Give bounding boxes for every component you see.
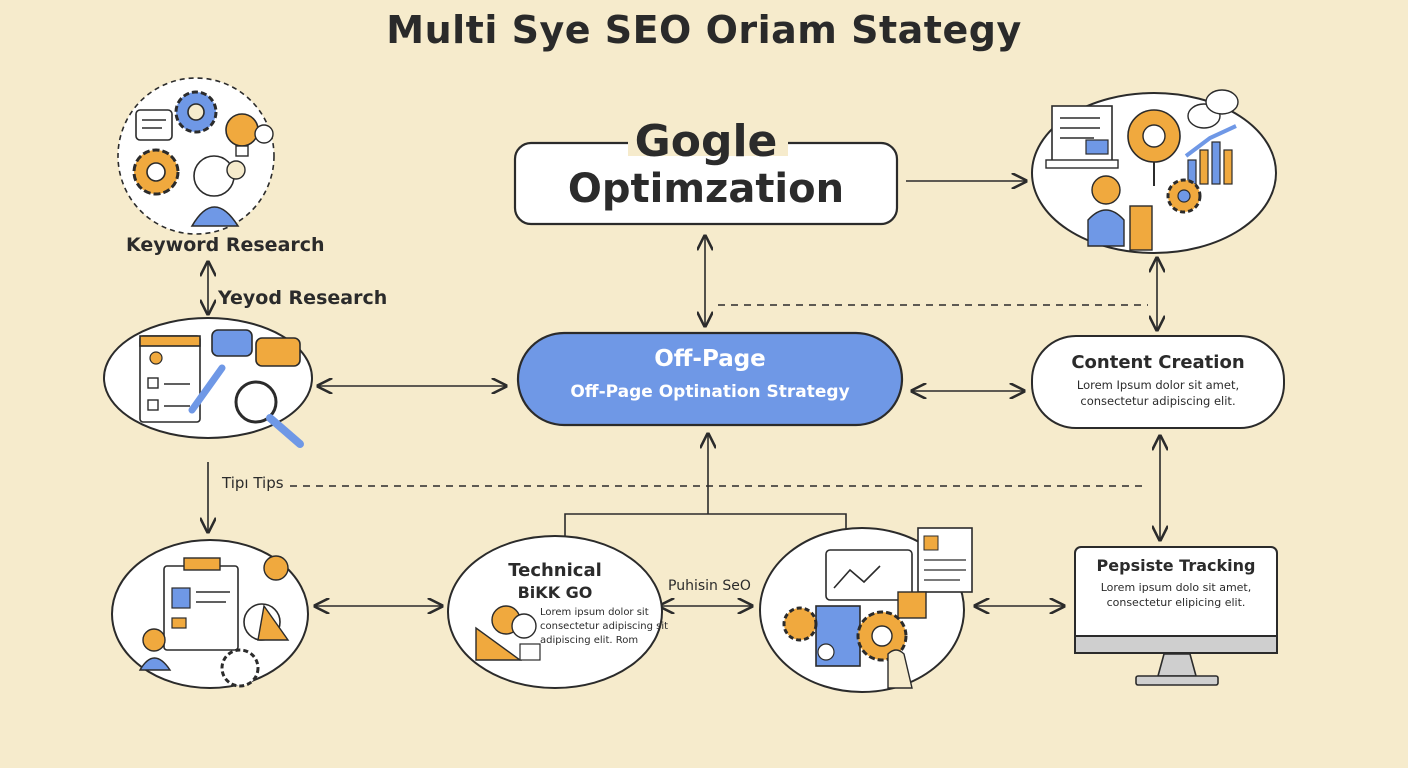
puhisin-seo-label: Puhisin SeO [668,578,751,594]
magnifier-icon [234,380,278,424]
technical-illustration [447,535,663,689]
content-creation-text-2: consectetur adipiscing elit. [1080,394,1236,408]
research-illustration [103,317,313,448]
technical-text-2: consectetur adipiscing sit [540,621,669,632]
chat-bubble-icon [255,337,301,367]
tracking-text-2: consectetur elipicing elit. [1106,596,1246,609]
off-page-hub [516,331,904,427]
chat-bubble-icon [211,329,253,357]
lightbulb-icon [263,555,289,581]
content-illustration [1031,89,1277,254]
connectors [208,181,1160,606]
gear-icon [220,648,260,688]
document-illustration [111,539,309,689]
tracking-monitor [1074,546,1278,686]
off-page-title: Off-Page [654,346,766,372]
off-page-subtitle: Off-Page Optination Strategy [570,382,850,402]
content-creation-box [1031,335,1285,429]
lightbulb-icon [225,113,259,147]
tips-label: Tipı Tips [222,474,284,492]
chat-bubble-icon [1205,89,1239,115]
technical-text-3: adipiscing elit. Rom [540,635,639,646]
keyword-research-label: Keyword Research [126,234,325,256]
yeyod-research-label: Yeyod Research [218,287,388,309]
technical-text-1: Lorem ipsum dolor sit [540,607,649,618]
gear-icon [782,606,818,642]
content-creation-title: Content Creation [1071,352,1245,373]
google-optimization-subtitle: Optimzation [567,166,845,212]
google-optimization-title: Gogle [634,116,778,167]
tracking-title: Pepsiste Tracking [1096,556,1256,575]
keyword-research-illustration [117,77,275,235]
content-creation-text-1: Lorem Ipsum dolor sit amet, [1076,378,1240,392]
technical-subtitle: BiKK GO [517,583,593,602]
tracking-text-1: Lorem ipsum dolo sit amet, [1100,581,1252,594]
technical-title: Technical [508,560,602,581]
page-title: Multi Sye SEO Oriam Stategy [386,8,1022,52]
analytics-illustration [759,527,973,693]
